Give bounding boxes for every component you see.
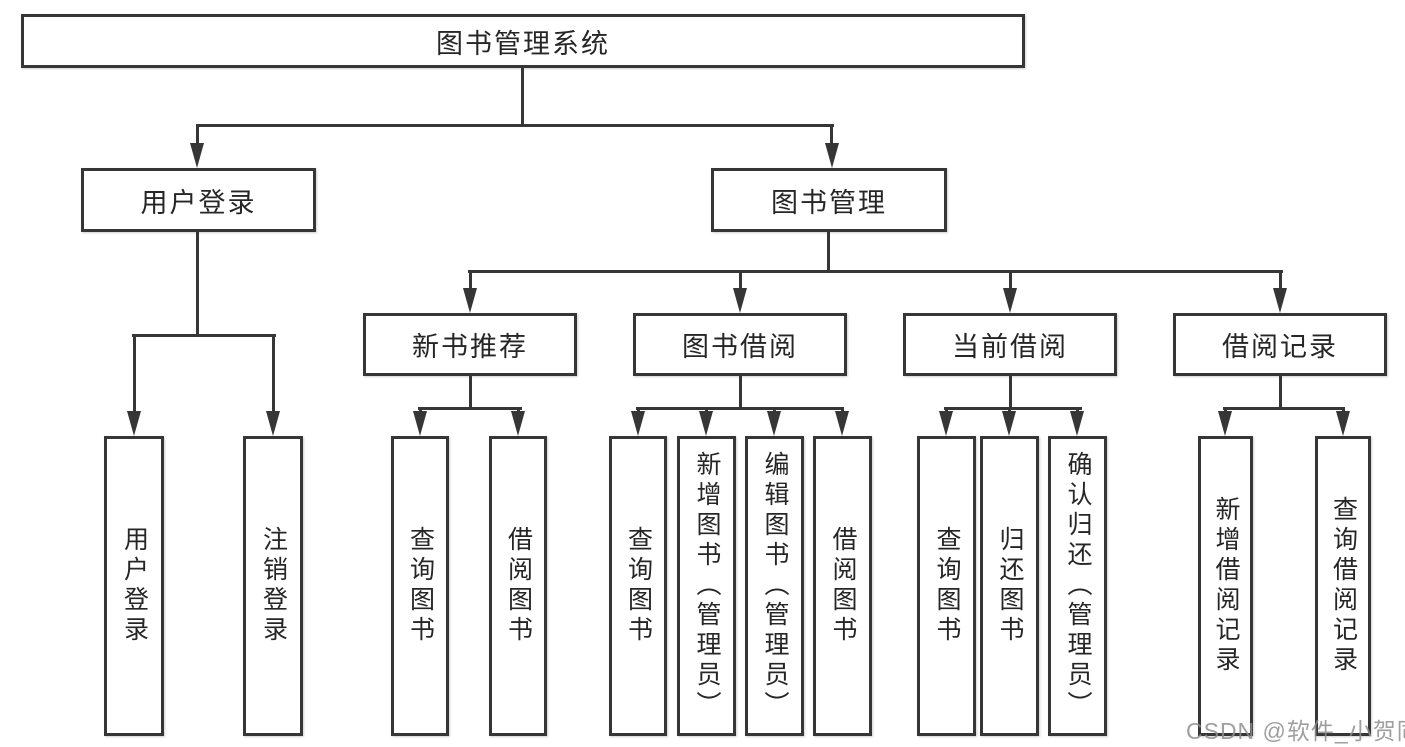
- leaf-borrowing-query-books-label: 查询图书: [624, 526, 653, 646]
- leaf-recommend-borrow-books-label: 借阅图书: [504, 526, 533, 646]
- arrowhead-down-icon: [190, 143, 204, 168]
- connector-drop: [841, 407, 844, 413]
- connector-drop: [1342, 407, 1345, 413]
- node-new-book-recommend-label: 新书推荐: [412, 332, 528, 362]
- connector-drop: [637, 407, 640, 413]
- arrowhead-down-icon: [631, 411, 645, 436]
- connector-drop: [1076, 407, 1079, 413]
- connector-drop-book-borrowing: [739, 272, 742, 288]
- connector-drop: [419, 407, 422, 413]
- node-book-management: 图书管理: [711, 168, 947, 232]
- connector-drop-user-login: [196, 126, 199, 144]
- leaf-current-query-books-label: 查询图书: [933, 526, 961, 646]
- arrowhead-down-icon: [413, 411, 427, 436]
- arrowhead-down-icon: [1003, 288, 1017, 313]
- node-borrow-records-label: 借阅记录: [1222, 332, 1338, 362]
- leaf-query-borrow-record: 查询借阅记录: [1315, 436, 1371, 736]
- leaf-confirm-return-admin: 确认归还（管理员）: [1048, 436, 1107, 736]
- connector-root-branch: [196, 124, 834, 127]
- leaf-add-book-admin-label: 新增图书（管理员）: [693, 451, 721, 721]
- arrowhead-down-icon: [835, 411, 849, 436]
- leaf-current-query-books: 查询图书: [917, 436, 976, 736]
- connector-book-borrowing-stem: [739, 375, 742, 409]
- leaf-add-borrow-record-label: 新增借阅记录: [1212, 496, 1240, 676]
- connector-current-borrowing-stem: [1009, 375, 1012, 409]
- node-new-book-recommend: 新书推荐: [363, 313, 577, 376]
- node-current-borrowing-label: 当前借阅: [952, 332, 1068, 362]
- arrowhead-down-icon: [733, 288, 747, 313]
- node-book-management-label: 图书管理: [771, 187, 887, 218]
- connector-drop: [517, 407, 520, 413]
- node-book-borrowing-label: 图书借阅: [682, 332, 798, 362]
- node-borrow-records: 借阅记录: [1173, 313, 1387, 376]
- connector-borrow-records-branch: [1223, 407, 1345, 410]
- node-user-login: 用户登录: [81, 168, 316, 232]
- leaf-recommend-borrow-books: 借阅图书: [489, 436, 547, 736]
- leaf-user-login: 用户登录: [104, 436, 164, 736]
- leaf-return-books: 归还图书: [980, 436, 1039, 736]
- connector-user-login-stem: [196, 231, 199, 336]
- leaf-recommend-query-books: 查询图书: [391, 436, 449, 736]
- connector-drop: [773, 407, 776, 413]
- leaf-borrowing-query-books: 查询图书: [609, 436, 667, 736]
- arrowhead-down-icon: [1336, 411, 1350, 436]
- arrowhead-down-icon: [1218, 411, 1232, 436]
- arrowhead-down-icon: [463, 288, 477, 313]
- leaf-add-borrow-record: 新增借阅记录: [1198, 436, 1253, 736]
- node-current-borrowing: 当前借阅: [903, 313, 1117, 376]
- arrowhead-down-icon: [127, 411, 141, 436]
- connector-book-management-branch: [468, 270, 1283, 273]
- leaf-logout-label: 注销登录: [259, 526, 288, 646]
- node-book-borrowing: 图书借阅: [633, 313, 847, 376]
- connector-drop: [1008, 407, 1011, 413]
- csdn-watermark: CSDN @软件_小贺同学: [1186, 718, 1405, 744]
- node-library-system-label: 图书管理系统: [436, 28, 610, 59]
- connector-drop: [705, 407, 708, 413]
- connector-drop-leaf-logout: [272, 336, 275, 412]
- arrowhead-down-icon: [266, 411, 280, 436]
- leaf-add-book-admin: 新增图书（管理员）: [677, 436, 736, 736]
- connector-drop-current-borrowing: [1009, 272, 1012, 288]
- connector-drop-book-management: [830, 126, 833, 144]
- connector-book-borrowing-branch: [636, 407, 844, 410]
- leaf-edit-book-admin-label: 编辑图书（管理员）: [761, 451, 789, 721]
- node-user-login-label: 用户登录: [140, 187, 257, 218]
- arrowhead-down-icon: [825, 143, 839, 168]
- arrowhead-down-icon: [511, 411, 525, 436]
- arrowhead-down-icon: [1070, 411, 1084, 436]
- leaf-edit-book-admin: 编辑图书（管理员）: [745, 436, 804, 736]
- leaf-user-login-label: 用户登录: [120, 526, 149, 646]
- leaf-logout: 注销登录: [243, 436, 303, 736]
- connector-root-stem: [521, 66, 524, 126]
- leaf-borrow-books-label: 借阅图书: [829, 526, 857, 646]
- leaf-query-borrow-record-label: 查询借阅记录: [1329, 496, 1358, 676]
- arrowhead-down-icon: [767, 411, 781, 436]
- connector-drop-leaf-user-login: [133, 336, 136, 412]
- leaf-confirm-return-admin-label: 确认归还（管理员）: [1064, 451, 1092, 721]
- node-library-system: 图书管理系统: [21, 14, 1025, 68]
- arrowhead-down-icon: [1002, 411, 1016, 436]
- connector-new-book-recommend-stem: [469, 375, 472, 409]
- leaf-return-books-label: 归还图书: [996, 526, 1024, 646]
- connector-borrow-records-stem: [1279, 375, 1282, 409]
- arrowhead-down-icon: [699, 411, 713, 436]
- connector-drop: [1224, 407, 1227, 413]
- connector-drop-new-book-recommend: [469, 272, 472, 288]
- arrowhead-down-icon: [939, 411, 953, 436]
- connector-drop-borrow-records: [1279, 272, 1282, 288]
- connector-book-management-stem: [827, 231, 830, 272]
- connector-drop: [945, 407, 948, 413]
- leaf-borrow-books: 借阅图书: [813, 436, 872, 736]
- connector-new-book-recommend-branch: [418, 407, 522, 410]
- connector-user-login-branch: [132, 334, 276, 337]
- leaf-recommend-query-books-label: 查询图书: [406, 526, 435, 646]
- connector-current-borrowing-branch: [944, 407, 1082, 410]
- arrowhead-down-icon: [1273, 288, 1287, 313]
